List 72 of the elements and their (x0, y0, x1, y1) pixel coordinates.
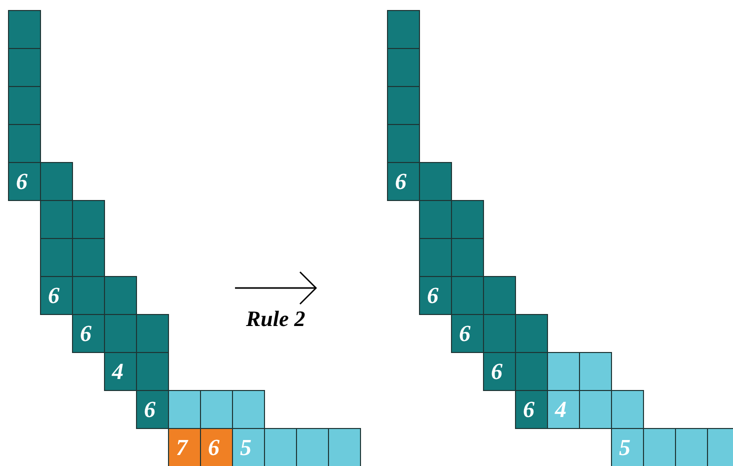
grid-cell (643, 428, 676, 466)
grid-cell (419, 162, 452, 201)
grid-cell (72, 200, 105, 239)
grid-cell (104, 314, 137, 353)
grid-cell (387, 48, 420, 87)
grid-cell (72, 314, 105, 353)
grid-cell (387, 162, 420, 201)
cell-number: 5 (240, 436, 252, 459)
grid-cell (387, 124, 420, 163)
grid-cell (419, 276, 452, 315)
cell-number: 6 (523, 398, 534, 421)
grid-cell (72, 238, 105, 277)
grid-cell (200, 390, 233, 429)
grid-cell (200, 428, 233, 466)
grid-cell (387, 86, 420, 125)
grid-cell (104, 276, 137, 315)
grid-cell (547, 352, 580, 391)
grid-cell (675, 428, 708, 466)
cell-number: 7 (176, 436, 188, 459)
grid-cell (296, 428, 329, 466)
cell-number: 5 (619, 436, 630, 459)
grid-cell (40, 162, 73, 201)
grid-cell (72, 276, 105, 315)
grid-cell (8, 124, 41, 163)
grid-cell (579, 390, 612, 429)
cell-number: 6 (459, 322, 470, 345)
cell-number: 6 (395, 170, 406, 193)
grid-cell (136, 352, 169, 391)
cell-number: 4 (555, 398, 566, 421)
grid-cell (8, 48, 41, 87)
grid-cell (483, 314, 516, 353)
grid-cell (40, 238, 73, 277)
grid-cell (264, 428, 297, 466)
grid-cell (168, 390, 201, 429)
cell-number: 6 (48, 284, 60, 307)
grid-cell (387, 10, 420, 49)
cell-number: 6 (427, 284, 438, 307)
grid-cell (611, 428, 644, 466)
grid-cell (419, 238, 452, 277)
grid-cell (483, 276, 516, 315)
grid-cell (8, 86, 41, 125)
grid-cell (451, 276, 484, 315)
cell-number: 6 (144, 398, 156, 421)
grid-cell (328, 428, 361, 466)
grid-cell (40, 276, 73, 315)
grid-cell (483, 352, 516, 391)
grid-cell (136, 314, 169, 353)
cell-number: 6 (491, 360, 502, 383)
cell-number: 6 (208, 436, 220, 459)
grid-cell (451, 200, 484, 239)
grid-cell (8, 10, 41, 49)
grid-cell (515, 352, 548, 391)
grid-cell (104, 352, 137, 391)
grid-cell (451, 314, 484, 353)
grid-cell (515, 314, 548, 353)
grid-cell (611, 390, 644, 429)
grid-cell (579, 352, 612, 391)
cell-number: 4 (112, 360, 124, 383)
grid-cell (168, 428, 201, 466)
cell-number: 6 (16, 170, 28, 193)
grid-cell (232, 428, 265, 466)
grid-cell (451, 238, 484, 277)
grid-cell (8, 162, 41, 201)
grid-cell (547, 390, 580, 429)
cell-number: 6 (80, 322, 92, 345)
grid-cell (515, 390, 548, 429)
rule-label: Rule 2 (246, 306, 306, 332)
grid-cell (136, 390, 169, 429)
grid-cell (419, 200, 452, 239)
grid-cell (40, 200, 73, 239)
grid-cell (707, 428, 733, 466)
grid-cell (232, 390, 265, 429)
